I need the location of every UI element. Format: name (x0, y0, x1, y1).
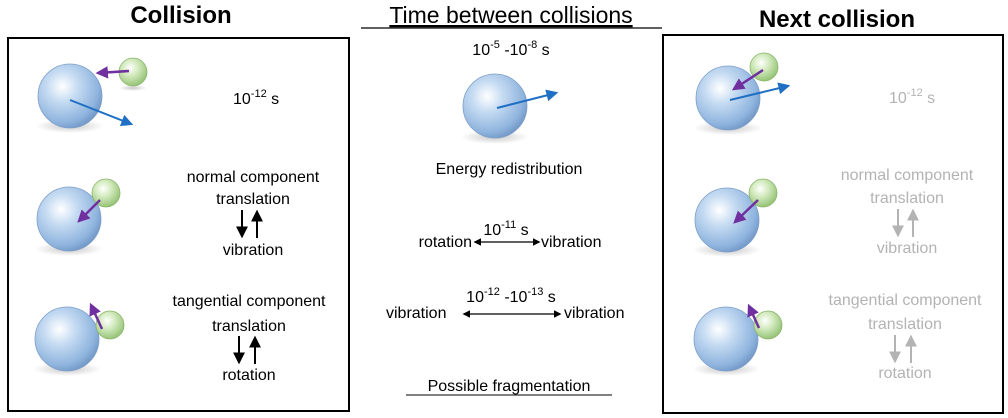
normal-vibration-label: vibration (223, 242, 283, 259)
small-molecule-sphere (95, 310, 125, 340)
large-molecule-sphere (34, 306, 100, 372)
impact-arrow (95, 66, 130, 79)
tangential-component-label: tangential component (173, 293, 327, 310)
next-normal-component-label: normal component (841, 167, 974, 184)
impact-arrow (77, 199, 101, 223)
heading-next-collision: Next collision (759, 6, 915, 33)
normal-translation-label: translation (216, 191, 290, 208)
small-shadow (119, 85, 147, 91)
heading-collision: Collision (130, 2, 231, 29)
velocity-arrow (729, 82, 791, 101)
collision-molecule-1 (36, 57, 148, 133)
collision-molecule-2 (35, 178, 121, 256)
collision-molecule-3 (33, 302, 125, 376)
next-collision-panel-frame (662, 34, 1004, 414)
collision-panel-frame (7, 37, 350, 412)
next-molecule-3 (692, 303, 783, 376)
next-molecule-1 (694, 52, 791, 135)
next-tangential-rotation-label: rotation (878, 365, 931, 382)
tangential-translation-label: translation (212, 318, 286, 335)
impact-arrow (731, 68, 764, 91)
rotation-vibration-time-label: 10-11 s (483, 219, 528, 239)
next-normal-translation-label: translation (870, 190, 944, 207)
collision-time-label: 10-12 s (233, 88, 279, 108)
impact-arrow (89, 302, 104, 330)
heading-time-between-collisions: Time between collisions (389, 2, 632, 28)
next-normal-vibration-label: vibration (877, 240, 937, 257)
vibration-vibration-time-label: 10-12 -10-13 s (466, 286, 556, 306)
tangential-rotation-label: rotation (222, 367, 275, 384)
vibration-right-label: vibration (564, 305, 624, 322)
next-tangential-translation-label: translation (868, 316, 942, 333)
free-molecule (461, 73, 559, 144)
small-molecule-sphere (753, 310, 783, 340)
small-molecule-sphere (748, 178, 778, 208)
large-molecule-sphere (462, 73, 528, 139)
velocity-arrow (496, 89, 559, 109)
vibration-left-label: vibration (386, 305, 446, 322)
large-molecule-sphere (37, 63, 103, 129)
possible-fragmentation-label: Possible fragmentation (428, 378, 591, 395)
vibration-label: vibration (541, 234, 601, 251)
energy-redistribution-label: Energy redistribution (436, 161, 583, 178)
next-molecule-2 (693, 178, 778, 257)
impact-arrow (747, 303, 761, 329)
impact-arrow (733, 199, 759, 224)
velocity-arrow (69, 99, 134, 127)
large-molecule-sphere (694, 187, 760, 253)
large-molecule-sphere (36, 186, 102, 252)
large-molecule-sphere (695, 65, 761, 131)
next-tangential-component-label: tangential component (829, 292, 983, 309)
normal-component-label: normal component (187, 169, 320, 186)
next-time-label: 10-12 s (889, 87, 935, 107)
rotation-label: rotation (419, 234, 472, 251)
large-molecule-sphere (693, 306, 759, 372)
between-collision-time-label: 10-5 -10-8 s (472, 39, 549, 59)
